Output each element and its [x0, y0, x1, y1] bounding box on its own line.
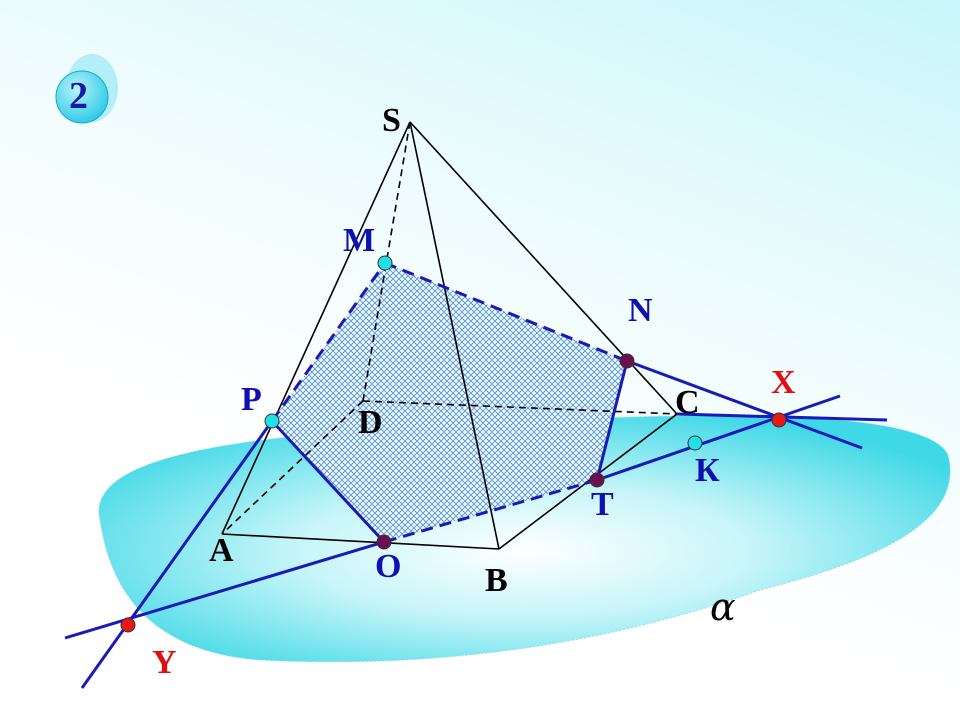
point-k [687, 435, 703, 451]
plane-label: α [710, 585, 736, 629]
point-o [376, 534, 392, 550]
badge [55, 54, 118, 124]
label-m: M [343, 222, 376, 259]
point-p [264, 413, 280, 429]
label-x: X [771, 364, 796, 401]
cross-section [272, 263, 627, 542]
label-k: К [695, 452, 720, 489]
label-n: N [628, 292, 653, 329]
label-d: D [358, 404, 383, 441]
point-x [771, 412, 787, 428]
label-c: C [675, 384, 700, 421]
plane-alpha [98, 415, 951, 663]
point-y [120, 617, 136, 633]
label-b: B [485, 562, 508, 599]
badge-number: 2 [69, 75, 88, 117]
point-t [589, 472, 605, 488]
label-o: O [375, 548, 402, 585]
label-p: P [241, 381, 262, 418]
label-t: T [591, 486, 614, 523]
point-n [619, 353, 635, 369]
label-a: A [209, 532, 234, 569]
label-s: S [382, 102, 401, 139]
label-y: Y [152, 644, 177, 681]
point-m [377, 255, 393, 271]
